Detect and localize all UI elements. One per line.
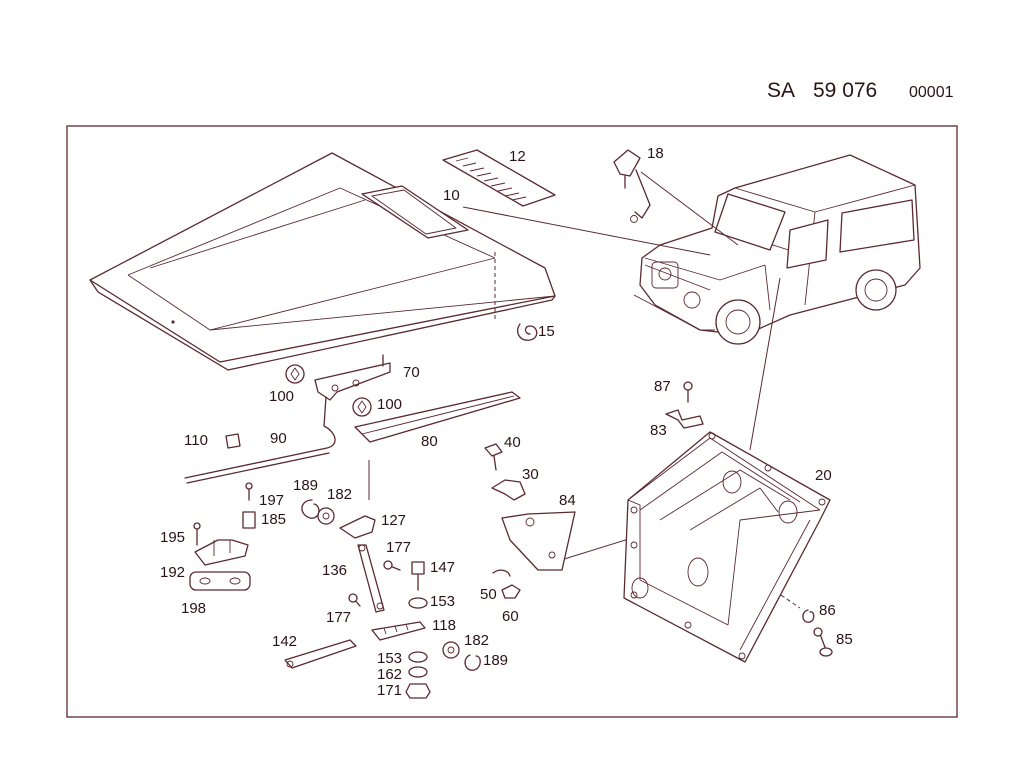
- vehicle-illustration: [633, 154, 921, 345]
- part-label-197: 197: [259, 492, 284, 509]
- part-label-118: 118: [432, 617, 456, 634]
- part-label-10: 10: [443, 187, 460, 204]
- hood-part: [89, 152, 556, 371]
- catch-small-parts: [189, 482, 256, 591]
- part-label-83: 83: [650, 422, 667, 439]
- part-label-90: 90: [270, 430, 287, 447]
- bolt-stack: [405, 561, 431, 699]
- diagram-number: 59 076: [813, 79, 877, 102]
- part-label-198: 198: [181, 600, 206, 617]
- diagram-frame: [66, 125, 958, 718]
- part-label-177b: 177: [326, 609, 351, 626]
- part-label-12: 12: [509, 148, 526, 165]
- part-label-80: 80: [421, 433, 438, 450]
- support-rod-part: [184, 396, 336, 479]
- part-label-15: 15: [538, 323, 555, 340]
- part-label-182a: 182: [327, 486, 352, 503]
- part-label-153b: 153: [377, 650, 402, 667]
- part-label-189a: 189: [293, 477, 318, 494]
- part-label-50: 50: [480, 586, 497, 603]
- part-label-70: 70: [403, 364, 420, 381]
- part-labels: 10 12 15 18 20 30 40 50 60 70 80 83 84 8…: [160, 145, 853, 699]
- part-label-100a: 100: [269, 388, 294, 405]
- rod-clip-part: [225, 433, 241, 449]
- part-label-195: 195: [160, 529, 185, 546]
- part-label-86: 86: [819, 602, 836, 619]
- part-label-153a: 153: [430, 593, 455, 610]
- circlip-washer-top: [301, 499, 335, 525]
- part-label-171: 171: [377, 682, 402, 699]
- mount-clip-parts: [665, 381, 704, 429]
- part-label-87: 87: [654, 378, 671, 395]
- circlip-washer-bottom: [442, 641, 481, 671]
- part-label-110: 110: [184, 432, 208, 449]
- lock-bracket-parts: [484, 443, 576, 599]
- part-label-185: 185: [261, 511, 286, 528]
- part-label-18: 18: [647, 145, 664, 162]
- part-label-60: 60: [502, 608, 519, 625]
- washer-nozzle-part: [613, 149, 651, 223]
- part-label-142: 142: [272, 633, 297, 650]
- part-label-20: 20: [815, 467, 832, 484]
- hinge-part: [314, 354, 391, 401]
- rubber-buffer-part: [285, 364, 372, 417]
- support-bracket-part: [623, 431, 831, 663]
- part-label-100b: 100: [377, 396, 402, 413]
- part-label-30: 30: [522, 466, 539, 483]
- part-label-40: 40: [504, 434, 521, 451]
- part-label-162: 162: [377, 666, 402, 683]
- clip-part: [516, 323, 538, 341]
- sheet-number: 00001: [909, 84, 954, 101]
- seal-strip-part: [354, 391, 521, 443]
- part-label-189b: 189: [483, 652, 508, 669]
- part-label-147: 147: [430, 559, 455, 576]
- release-lever-parts: [284, 515, 426, 669]
- part-label-84: 84: [559, 492, 576, 509]
- part-label-85: 85: [836, 631, 853, 648]
- part-label-177a: 177: [386, 539, 411, 556]
- diagram-prefix: SA: [767, 79, 795, 102]
- part-label-182b: 182: [464, 632, 489, 649]
- bracket-fasteners: [802, 609, 833, 657]
- vent-grille-part: [442, 149, 556, 207]
- part-label-127: 127: [381, 512, 406, 529]
- part-label-192: 192: [160, 564, 185, 581]
- part-label-136: 136: [322, 562, 347, 579]
